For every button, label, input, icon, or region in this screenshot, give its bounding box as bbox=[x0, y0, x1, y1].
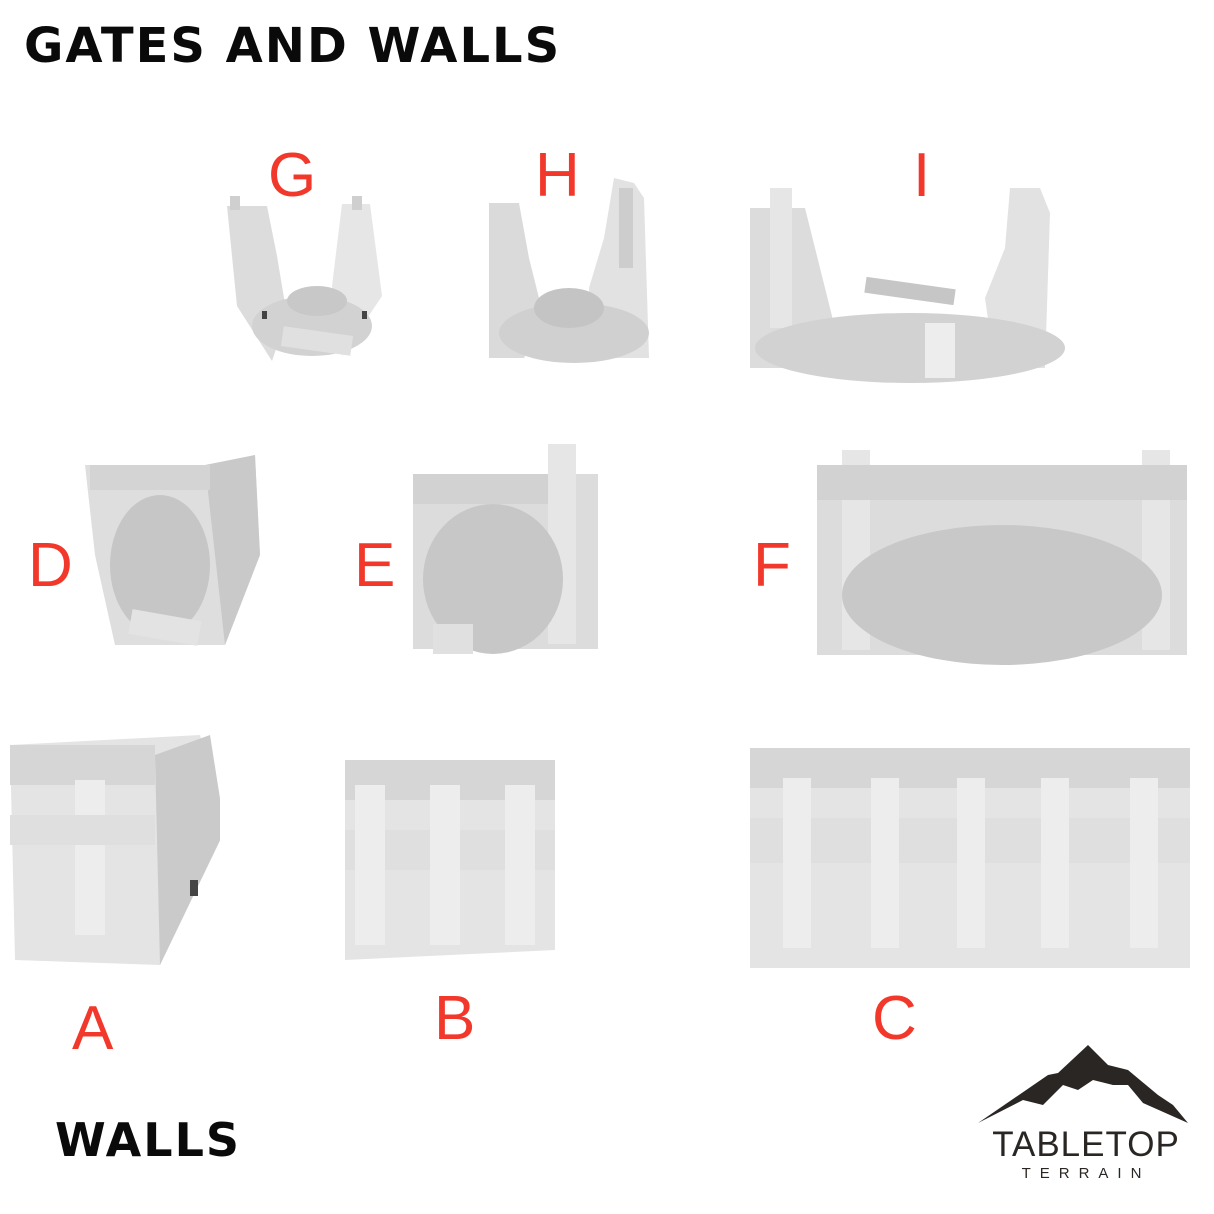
piece-i-ruined-long-gate bbox=[745, 188, 1075, 388]
piece-c-long-wall bbox=[745, 738, 1205, 983]
piece-b-short-wall bbox=[340, 740, 555, 970]
mountain-icon bbox=[978, 1045, 1188, 1123]
label-i: I bbox=[913, 141, 931, 210]
logo-wordmark-top: TABLETOP bbox=[992, 1125, 1180, 1164]
piece-h-ruined-short-gate bbox=[484, 178, 660, 366]
logo-wordmark-bottom: TERRAIN bbox=[1021, 1165, 1151, 1182]
piece-g-ruined-corner-gate bbox=[222, 196, 392, 366]
piece-f-collapsed-long-gate bbox=[812, 445, 1192, 677]
label-d: D bbox=[28, 531, 73, 600]
page-title: GATES AND WALLS bbox=[24, 18, 562, 74]
label-f: F bbox=[753, 531, 791, 600]
label-c: C bbox=[872, 984, 917, 1053]
label-h: H bbox=[535, 141, 580, 210]
label-g: G bbox=[268, 141, 317, 210]
label-e: E bbox=[354, 531, 396, 600]
label-b: B bbox=[434, 984, 476, 1053]
piece-d-collapsed-corner-gate bbox=[75, 455, 265, 655]
piece-e-collapsed-short-gate bbox=[408, 444, 604, 656]
section-subtitle: WALLS bbox=[55, 1113, 242, 1167]
piece-a-corner-wall bbox=[10, 735, 220, 975]
brand-logo: TABLETOP TERRAIN bbox=[978, 1045, 1194, 1185]
label-a: A bbox=[72, 994, 114, 1063]
